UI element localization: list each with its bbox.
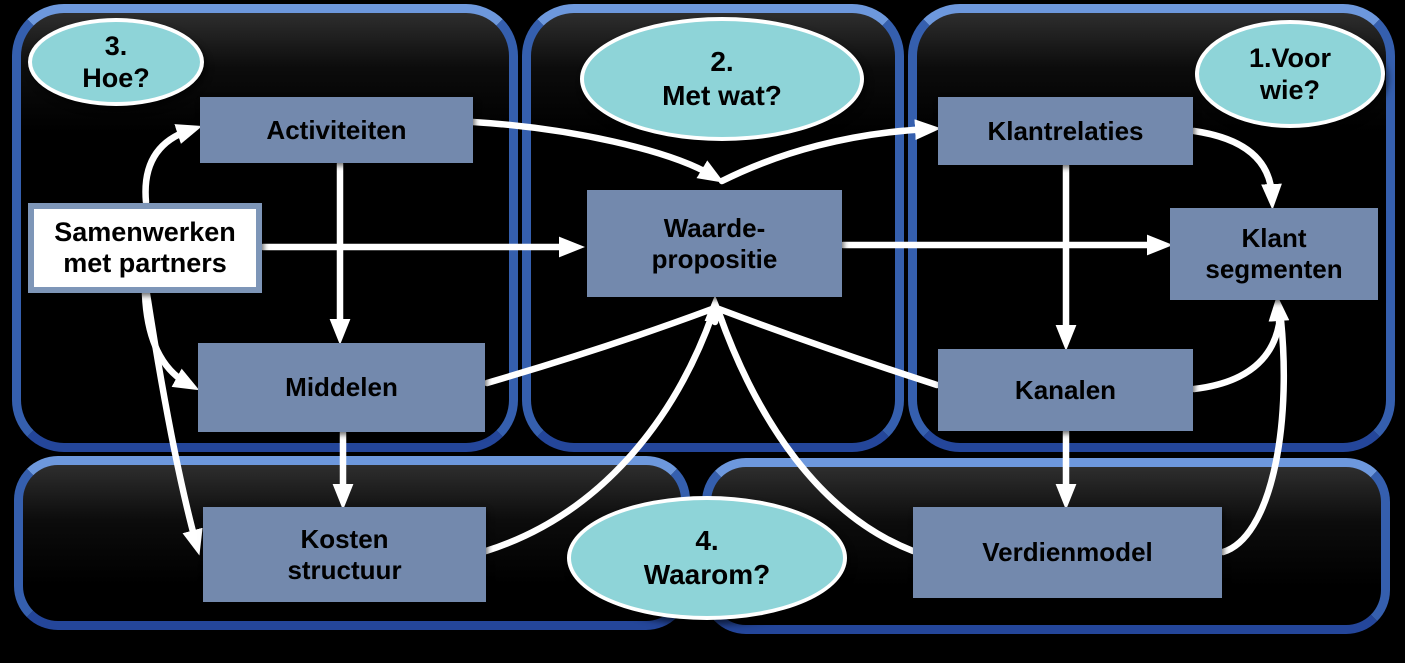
node-waardepropositie-line1: Waarde- xyxy=(663,212,766,243)
question-4-line2: Waarom? xyxy=(643,559,771,590)
node-klantsegmenten-line1: Klant xyxy=(1241,223,1307,253)
node-kostenstructuur-line2: structuur xyxy=(287,554,402,585)
question-ellipse-3-hoe: 3. Hoe? xyxy=(28,18,204,106)
question-3-line1: 3. xyxy=(104,31,128,61)
node-activiteiten-label: Activiteiten xyxy=(266,114,407,145)
node-klantsegmenten-line2: segmenten xyxy=(1205,254,1343,284)
question-ellipse-2-met-wat: 2. Met wat? xyxy=(580,17,864,141)
node-verdienmodel-label: Verdienmodel xyxy=(982,537,1153,567)
node-samenwerken-line1: Samenwerken xyxy=(54,217,236,247)
node-kanalen: Kanalen xyxy=(938,349,1193,431)
question-3-line2: Hoe? xyxy=(82,63,150,93)
node-waardepropositie: Waarde- propositie xyxy=(587,190,842,297)
question-2-line2: Met wat? xyxy=(662,80,782,111)
question-4-line1: 4. xyxy=(695,525,719,556)
node-samenwerken-met-partners: Samenwerken met partners xyxy=(28,203,262,293)
node-waardepropositie-line2: propositie xyxy=(651,243,778,274)
question-1-line1: 1.Voor xyxy=(1248,43,1331,73)
node-activiteiten: Activiteiten xyxy=(200,97,473,163)
node-verdienmodel: Verdienmodel xyxy=(913,507,1222,598)
node-kostenstructuur-line1: Kosten xyxy=(300,523,389,554)
question-1-line2: wie? xyxy=(1259,75,1320,105)
node-klantrelaties: Klantrelaties xyxy=(938,97,1193,165)
question-2-line1: 2. xyxy=(710,46,734,77)
node-klantsegmenten: Klant segmenten xyxy=(1170,208,1378,300)
node-kanalen-label: Kanalen xyxy=(1014,374,1117,405)
question-ellipse-4-waarom: 4. Waarom? xyxy=(567,496,847,620)
node-klantrelaties-label: Klantrelaties xyxy=(987,115,1144,146)
node-samenwerken-line2: met partners xyxy=(63,248,227,278)
node-kostenstructuur: Kosten structuur xyxy=(203,507,486,602)
question-ellipse-1-voor-wie: 1.Voor wie? xyxy=(1195,20,1385,128)
node-middelen-label: Middelen xyxy=(285,372,398,402)
node-middelen: Middelen xyxy=(198,343,485,432)
